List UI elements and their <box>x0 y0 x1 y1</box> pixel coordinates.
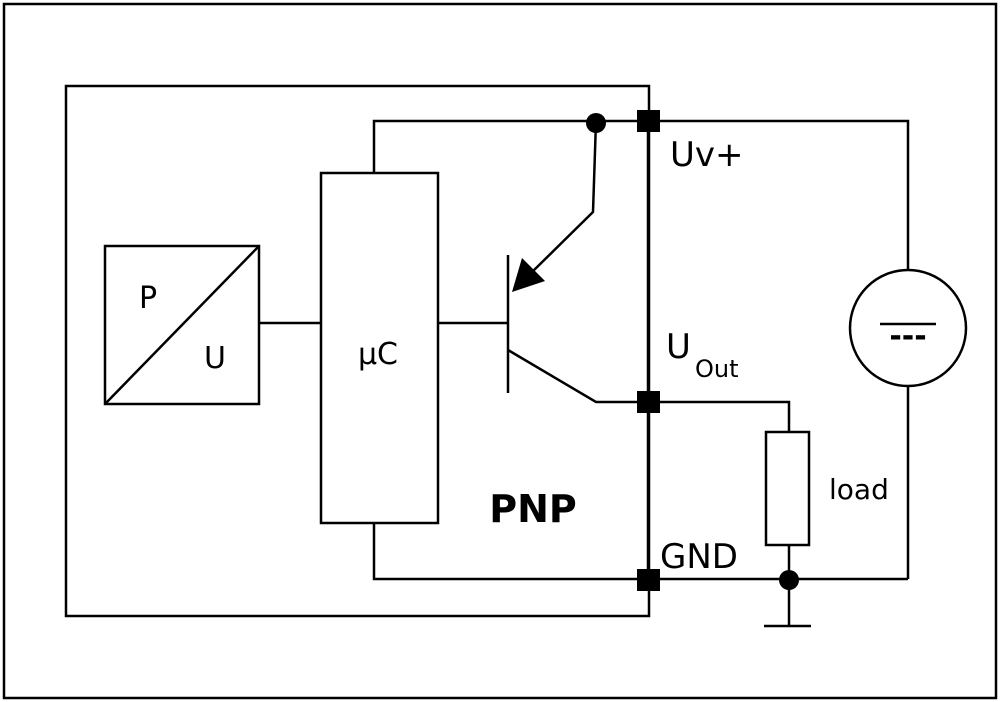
microcontroller: μC <box>319 171 440 525</box>
output-pin-label-sub: Out <box>695 355 739 383</box>
terminal-ground <box>637 569 660 591</box>
transducer-label-u: U <box>204 341 226 376</box>
dc-supply: --- <box>848 268 968 388</box>
wire-output-load <box>648 400 791 432</box>
ground-pin-label: GND <box>660 537 738 577</box>
transistor-collector <box>507 348 648 404</box>
pressure-transducer: P U <box>103 244 261 406</box>
pnp-transistor <box>506 120 648 404</box>
dc-symbol: --- <box>889 319 926 354</box>
output-type-label: PNP <box>489 487 577 531</box>
terminal-supply <box>637 110 660 132</box>
transducer-label-p: P <box>139 281 157 316</box>
transistor-emitter <box>527 120 598 277</box>
output-pin-label-main: U <box>666 327 691 367</box>
wire-supply-rail <box>372 119 910 270</box>
emitter-arrow <box>512 258 545 292</box>
junction-ground <box>779 570 799 590</box>
load-resistor: load <box>764 430 889 579</box>
terminal-output <box>637 391 660 413</box>
output-pin-label: U <box>666 327 691 367</box>
controller-label: μC <box>358 337 398 372</box>
junction-supply <box>586 113 606 133</box>
load-label: load <box>829 473 889 506</box>
supply-pin-label: Uv+ <box>670 135 744 175</box>
wire-ground-rail <box>372 523 908 581</box>
